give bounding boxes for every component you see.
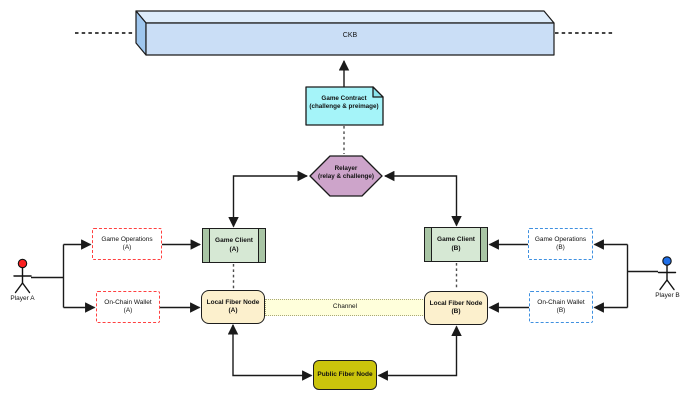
game-client-a-sublabel: (A) bbox=[229, 245, 239, 253]
local-fiber-node-b-label: Local Fiber Node bbox=[429, 299, 483, 307]
game-client-a-box: Game Client (A) bbox=[202, 228, 266, 263]
game-contract-note bbox=[305, 86, 384, 126]
player-b-legs bbox=[659, 279, 675, 291]
ckb-chain-box bbox=[135, 10, 555, 56]
local-fiber-node-a-label: Local Fiber Node bbox=[206, 298, 260, 306]
on-chain-wallet-a-sublabel: (A) bbox=[123, 307, 133, 314]
game-contract-label: Game Contract (challenge & preimage) bbox=[302, 95, 386, 111]
relayer-title: Relayer bbox=[334, 165, 358, 172]
local-fiber-node-b-sublabel: (B) bbox=[451, 308, 461, 315]
arrow-gameclient-a-relayer bbox=[228, 170, 309, 228]
arrow-fiber-b-public bbox=[377, 325, 462, 381]
on-chain-wallet-b-box: On-Chain Wallet (B) bbox=[529, 291, 593, 323]
local-fiber-node-b-box: Local Fiber Node (B) bbox=[424, 291, 488, 325]
local-fiber-node-a-sublabel: (A) bbox=[228, 307, 238, 314]
game-contract-title: Game Contract bbox=[321, 95, 367, 102]
public-fiber-node-label: Public Fiber Node bbox=[317, 370, 373, 378]
player-b-label: Player B bbox=[655, 292, 680, 299]
ckb-label: CKB bbox=[342, 32, 358, 39]
game-contract-subtitle: (challenge & preimage) bbox=[309, 102, 379, 110]
game-operations-a-label: Game Operations bbox=[101, 235, 153, 243]
public-fiber-node-box: Public Fiber Node bbox=[313, 360, 377, 390]
game-operations-b-sublabel: (B) bbox=[556, 244, 565, 251]
game-operations-a-box: Game Operations (A) bbox=[92, 228, 162, 260]
on-chain-wallet-a-label: On-Chain Wallet bbox=[104, 298, 152, 306]
game-operations-b-box: Game Operations (B) bbox=[528, 228, 593, 260]
player-a-head bbox=[17, 258, 28, 269]
local-fiber-node-a-box: Local Fiber Node (A) bbox=[201, 290, 265, 324]
game-operations-a-sublabel: (A) bbox=[122, 244, 132, 251]
game-client-b-box: Game Client (B) bbox=[424, 227, 488, 262]
game-client-a-label: Game Client bbox=[215, 237, 253, 245]
player-a-label: Player A bbox=[10, 295, 35, 302]
on-chain-wallet-b-label: On-Chain Wallet bbox=[537, 298, 585, 306]
process-bar-icon bbox=[258, 229, 265, 262]
on-chain-wallet-a-box: On-Chain Wallet (A) bbox=[96, 291, 160, 323]
player-b-head bbox=[662, 256, 672, 266]
game-operations-b-label: Game Operations bbox=[534, 235, 587, 243]
game-client-b-label: Game Client bbox=[437, 236, 475, 244]
relayer-subtitle: (relay & challenge) bbox=[318, 172, 374, 180]
ckb-front-face bbox=[145, 22, 555, 56]
on-chain-wallet-b-sublabel: (B) bbox=[556, 307, 566, 314]
note-body bbox=[305, 86, 384, 126]
player-a-legs bbox=[14, 282, 31, 294]
process-bar-icon bbox=[203, 229, 210, 262]
ckb-top-face bbox=[135, 10, 555, 24]
process-bar-icon bbox=[480, 228, 487, 261]
relayer-hexagon bbox=[309, 155, 383, 197]
arrow-gameclient-b-relayer bbox=[383, 170, 462, 227]
channel-label: Channel bbox=[332, 303, 358, 311]
arrow-fiber-a-public bbox=[227, 323, 313, 381]
note-fold bbox=[372, 86, 384, 98]
relayer-label: Relayer (relay & challenge) bbox=[306, 165, 386, 181]
game-client-b-sublabel: (B) bbox=[451, 244, 461, 252]
player-b-figure bbox=[657, 256, 677, 291]
player-a-figure bbox=[13, 258, 32, 294]
process-bar-icon bbox=[425, 228, 432, 261]
